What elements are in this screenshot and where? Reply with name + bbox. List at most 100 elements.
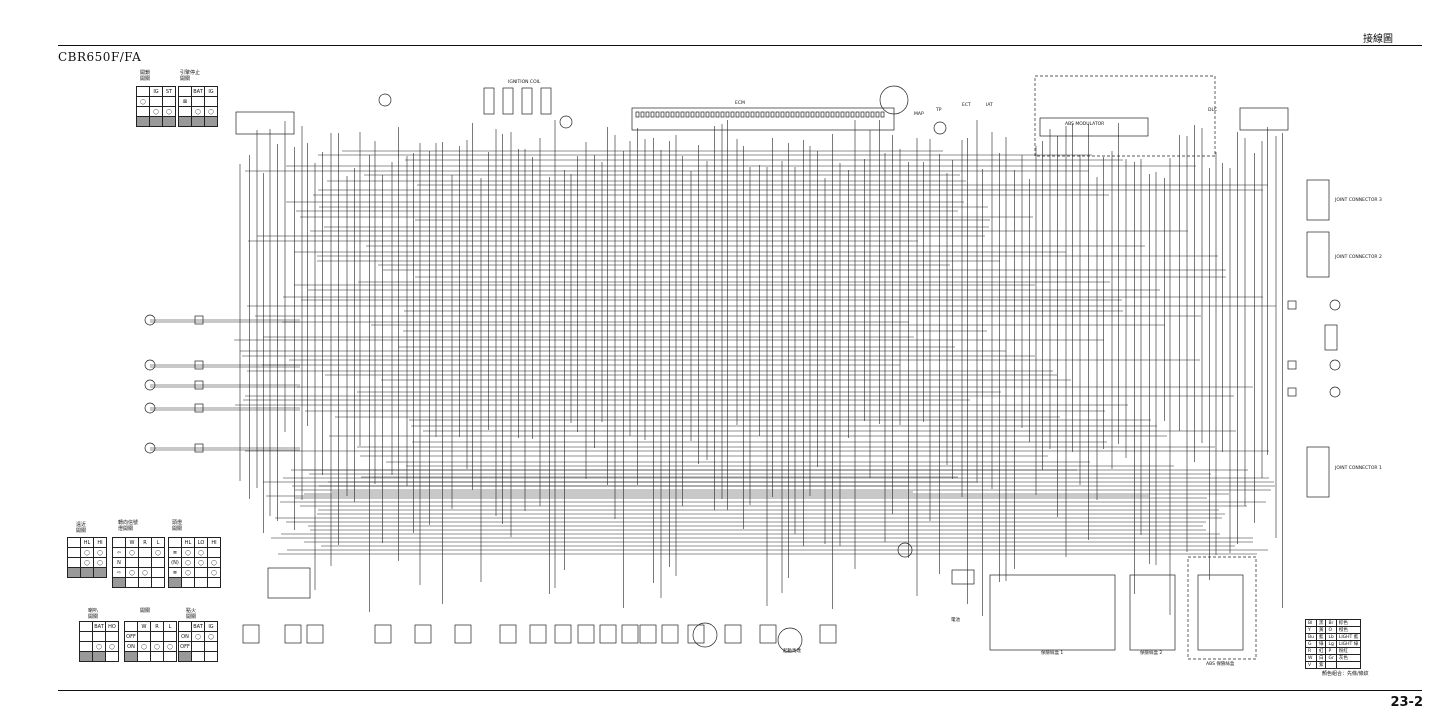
engine-stop-switch-title: 引擎停止開關 — [180, 70, 201, 82]
component-box — [755, 111, 760, 118]
component-box — [194, 443, 204, 453]
component-box — [194, 315, 204, 325]
component-box — [661, 624, 679, 644]
component-box — [720, 111, 725, 118]
ignition-switch-title: 開鎖開關 — [140, 70, 151, 82]
component-circle — [879, 85, 909, 115]
legend-cell: G — [1305, 640, 1317, 648]
component-box — [529, 624, 547, 644]
component-box — [194, 380, 204, 390]
component-box — [665, 111, 670, 118]
component-box — [621, 624, 639, 644]
legend-cell: 紫 — [1315, 661, 1327, 669]
component-box — [499, 624, 517, 644]
component-box — [790, 111, 795, 118]
component-box — [454, 624, 472, 644]
component-box — [800, 111, 805, 118]
component-box — [830, 111, 835, 118]
legend-cell: R — [1305, 647, 1317, 655]
component-box — [554, 624, 572, 644]
legend-cell: 灰色 — [1335, 654, 1362, 662]
joint-connector-3-label: JOINT CONNECTOR 3 — [1335, 198, 1382, 203]
component-box — [577, 624, 595, 644]
abs-fuse-box-label: ABS 保險絲盒 — [1206, 662, 1235, 667]
component-box — [640, 111, 645, 118]
component-box — [840, 111, 845, 118]
component-box — [521, 87, 533, 115]
component-box — [735, 111, 740, 118]
component-box — [760, 111, 765, 118]
component-box — [740, 111, 745, 118]
wire-bundle — [150, 120, 1283, 616]
legend-cell — [1325, 661, 1337, 669]
component-box — [795, 111, 800, 118]
component-box — [750, 111, 755, 118]
legend-cell: 白 — [1315, 654, 1327, 662]
component-box — [685, 111, 690, 118]
component-box — [989, 574, 1116, 651]
component-box — [825, 111, 830, 118]
component-circle — [897, 542, 913, 558]
ecm-label: ECM — [735, 101, 745, 106]
component-box — [655, 111, 660, 118]
component-box — [850, 111, 855, 118]
component-box — [785, 111, 790, 118]
starter-motor-label: 起動馬達 — [783, 649, 801, 654]
legend-cell: Gr — [1325, 654, 1337, 662]
component-box — [835, 111, 840, 118]
legend-cell: Lg — [1325, 640, 1337, 648]
component-circle — [144, 402, 156, 414]
component-box — [1239, 107, 1289, 131]
abs-modulator-box — [1034, 75, 1216, 157]
legend-cell: W — [1305, 654, 1317, 662]
legend-cell: 綠 — [1315, 640, 1327, 648]
component-box — [805, 111, 810, 118]
legend-cell: 黃 — [1315, 626, 1327, 634]
component-box — [635, 111, 640, 118]
component-box — [194, 403, 204, 413]
component-box — [1039, 117, 1149, 137]
page-number: 23-2 — [1390, 695, 1423, 710]
component-box — [1287, 300, 1297, 310]
component-box — [875, 111, 880, 118]
component-box — [639, 624, 657, 644]
legend-cell: LIGHT 藍 — [1335, 633, 1362, 641]
top-rule — [58, 45, 1422, 46]
component-box — [670, 111, 675, 118]
component-box — [540, 87, 552, 115]
component-circle — [144, 442, 156, 454]
component-box — [631, 107, 895, 131]
headlight-switch-title: 頭燈開關 — [172, 520, 183, 532]
component-box — [745, 111, 750, 118]
legend-cell — [1335, 661, 1362, 669]
section-title: 接線圖 — [1363, 34, 1393, 45]
component-box — [880, 111, 885, 118]
map-label: MAP — [914, 112, 924, 117]
component-box — [860, 111, 865, 118]
legend-cell: Lb — [1325, 633, 1337, 641]
legend-cell: 藍 — [1315, 633, 1327, 641]
component-box — [235, 111, 295, 135]
component-box — [1287, 360, 1297, 370]
component-box — [1129, 574, 1176, 651]
model-title: CBR650F/FA — [58, 50, 142, 64]
component-box — [1306, 231, 1330, 278]
component-box — [680, 111, 685, 118]
legend-cell: P — [1325, 647, 1337, 655]
component-box — [502, 87, 514, 115]
component-box — [690, 111, 695, 118]
component-box — [724, 624, 742, 644]
component-circle — [378, 93, 392, 107]
component-box — [815, 111, 820, 118]
component-box — [695, 111, 700, 118]
component-box — [1287, 387, 1297, 397]
component-box — [715, 111, 720, 118]
